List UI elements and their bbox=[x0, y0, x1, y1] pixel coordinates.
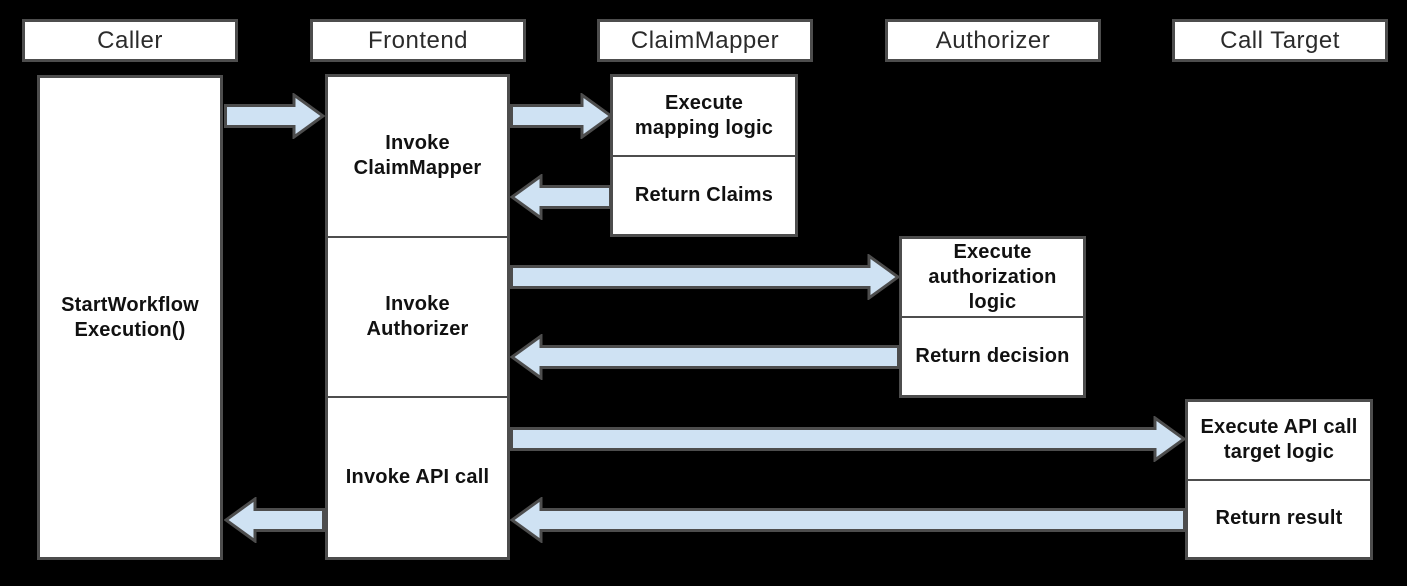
activation-frontend: Invoke ClaimMapper Invoke Authorizer Inv… bbox=[325, 74, 510, 560]
arrow-caller-to-frontend bbox=[224, 93, 325, 139]
lifeline-header-caller: Caller bbox=[22, 19, 238, 62]
activation-authorizer: Execute authorization logic Return decis… bbox=[899, 236, 1086, 398]
activity-return-claims: Return Claims bbox=[613, 154, 795, 235]
activation-caller: StartWorkflow Execution() bbox=[37, 75, 223, 560]
arrow-frontend-to-calltarget bbox=[510, 416, 1186, 462]
activity-startworkflowexecution: StartWorkflow Execution() bbox=[61, 293, 199, 341]
lifeline-header-authorizer: Authorizer bbox=[885, 19, 1101, 62]
activity-invoke-authorizer: Invoke Authorizer bbox=[328, 235, 507, 397]
arrow-calltarget-to-frontend bbox=[510, 497, 1186, 543]
arrow-claimmapper-to-frontend bbox=[510, 174, 612, 220]
activation-calltarget: Execute API call target logic Return res… bbox=[1185, 399, 1373, 560]
activity-invoke-api-call: Invoke API call bbox=[328, 396, 507, 557]
activity-invoke-claimmapper: Invoke ClaimMapper bbox=[353, 132, 482, 180]
arrow-authorizer-to-frontend bbox=[510, 334, 900, 380]
lifeline-header-claimmapper: ClaimMapper bbox=[597, 19, 813, 62]
arrow-frontend-to-authorizer bbox=[510, 254, 900, 300]
arrow-frontend-to-claimmapper bbox=[510, 93, 613, 139]
lifeline-header-calltarget: Call Target bbox=[1172, 19, 1388, 62]
activation-claimmapper: Execute mapping logic Return Claims bbox=[610, 74, 798, 237]
arrow-frontend-to-caller bbox=[224, 497, 325, 543]
lifeline-header-frontend: Frontend bbox=[310, 19, 526, 62]
activity-execute-mapping-logic: Execute mapping logic bbox=[634, 91, 774, 139]
activity-return-decision: Return decision bbox=[902, 316, 1083, 395]
activity-return-result: Return result bbox=[1188, 478, 1370, 558]
activity-execute-authorization-logic: Execute authorization logic bbox=[928, 241, 1057, 313]
activity-execute-api-call-target-logic: Execute API call target logic bbox=[1200, 416, 1358, 464]
